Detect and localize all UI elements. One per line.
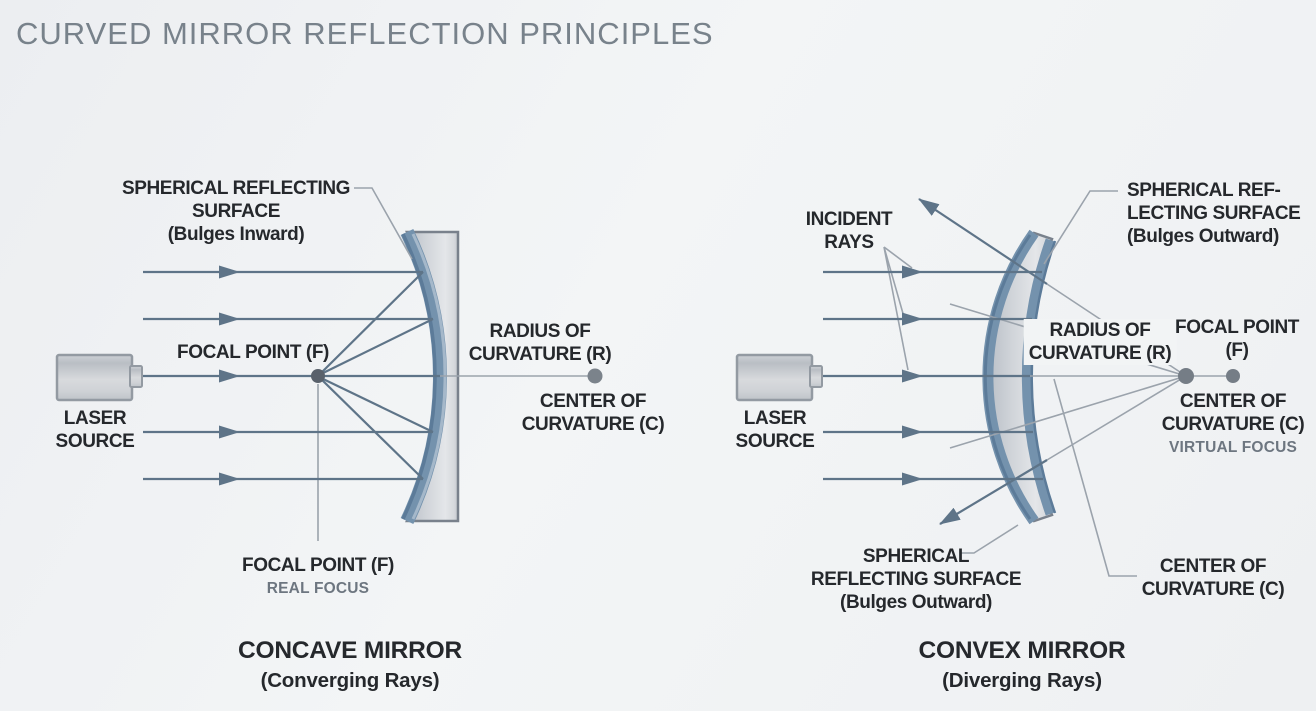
- incident-rays-pointer-lines: [883, 246, 913, 371]
- incident-ray-arrowheads: [219, 265, 923, 486]
- concave-reflected-ray-5: [318, 376, 424, 480]
- convex-radius-label: RADIUS OF CURVATURE (R): [1023, 319, 1177, 365]
- laser-nozzle-left: [129, 365, 143, 388]
- concave-reflected-ray-2: [318, 318, 434, 376]
- concave-reflected-ray-4: [318, 376, 434, 433]
- convex-caption: CONVEX MIRROR (Diverging Rays): [918, 637, 1126, 692]
- convex-center-of-curvature-dot: [1178, 368, 1194, 384]
- convex-center-virtual-label: CENTER OF CURVATURE (C) VIRTUAL FOCUS: [1161, 391, 1305, 456]
- arrowhead-icon: [902, 425, 923, 439]
- arrowhead-icon: [219, 472, 240, 486]
- laser-source-left-label: LASER SOURCE: [55, 408, 135, 452]
- arrowhead-icon: [902, 472, 923, 486]
- concave-radius-label: RADIUS OF CURVATURE (R): [468, 321, 612, 365]
- arrowhead-icon: [219, 265, 240, 279]
- laser-nozzle-right: [809, 365, 823, 388]
- convex-surface-top-pointer-line: [1043, 190, 1118, 265]
- concave-center-label: CENTER OF CURVATURE (C): [521, 391, 665, 435]
- arrowhead-icon: [219, 312, 240, 326]
- concave-focal-bottom-label: FOCAL POINT (F) REAL FOCUS: [242, 555, 394, 597]
- construction-lines: [317, 187, 1233, 577]
- laser-source-right-label: LASER SOURCE: [735, 408, 815, 452]
- page-title: CURVED MIRROR REFLECTION PRINCIPLES: [16, 16, 714, 51]
- virtual-ray-extension-5: [1046, 375, 1187, 461]
- arrowhead-icon: [902, 312, 923, 326]
- convex-surface-bottom-label: SPHERICAL REFLECTING SURFACE (Bulges Out…: [810, 546, 1022, 613]
- convex-reflected-ray-up: [918, 198, 1048, 285]
- light-rays: [142, 198, 1048, 525]
- convex-center-bottom-pointer-line: [1053, 378, 1137, 577]
- convex-center-bottom-label: CENTER OF CURVATURE (C): [1141, 556, 1285, 600]
- laser-sources: [55, 353, 823, 402]
- reference-points: [311, 368, 1240, 384]
- concave-surface-label: SPHERICAL REFLECTING SURFACE (Bulges Inw…: [121, 178, 351, 245]
- arrowhead-icon: [219, 369, 240, 383]
- concave-caption: CONCAVE MIRROR (Converging Rays): [237, 637, 463, 692]
- convex-surface-bottom-pointer-line: [960, 524, 1019, 554]
- convex-back-band-edge: [1030, 240, 1057, 514]
- arrowhead-icon: [219, 425, 240, 439]
- concave-surface-pointer-line: [354, 187, 413, 260]
- concave-focal-point-label: FOCAL POINT (F): [177, 342, 329, 363]
- incident-rays-label: INCIDENT RAYS: [805, 209, 893, 253]
- convex-focal-point-label: FOCAL POINT (F): [1174, 317, 1300, 361]
- concave-center-of-curvature-dot: [587, 368, 603, 384]
- concave-focal-point-dot: [311, 369, 325, 383]
- laser-source-left: [55, 353, 134, 402]
- arrowhead-icon: [902, 369, 923, 383]
- convex-focal-point-dot: [1226, 369, 1240, 383]
- laser-source-right: [735, 353, 814, 402]
- arrowhead-icon: [902, 265, 923, 279]
- concave-reflected-ray-1: [318, 271, 424, 376]
- virtual-ray-extension-4: [949, 375, 1187, 449]
- convex-reflected-ray-down: [939, 459, 1048, 525]
- convex-surface-top-label: SPHERICAL REF- LECTING SURFACE (Bulges O…: [1127, 180, 1301, 247]
